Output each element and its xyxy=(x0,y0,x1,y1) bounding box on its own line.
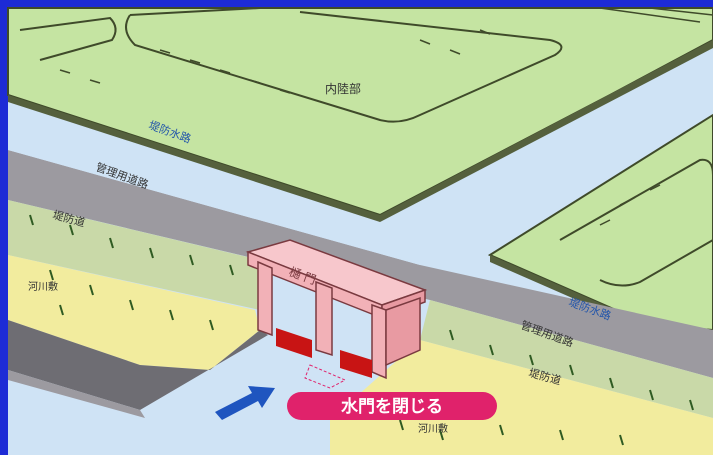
field-paddy-outline-left xyxy=(19,16,117,61)
embankment-left xyxy=(8,320,268,410)
sluice-gate xyxy=(245,239,428,389)
gate-pillar-middle xyxy=(315,280,333,357)
close-gate-text: 水門を閉じる xyxy=(341,396,443,417)
gate-side-wall xyxy=(385,296,421,367)
label-floodplain-left: 河川敷 xyxy=(28,280,58,293)
right-field-dashes xyxy=(599,184,661,226)
floodplain-left xyxy=(8,255,260,370)
label-floodplain-right: 河川敷 xyxy=(418,422,448,435)
floodplain-right xyxy=(330,340,713,455)
gate-door-left xyxy=(276,328,312,358)
gate-pillar-left xyxy=(257,260,273,337)
gate-door-right xyxy=(340,350,372,378)
field-paddy-outline xyxy=(125,7,563,123)
field-dash-lines xyxy=(59,29,491,94)
right-field-block xyxy=(487,113,713,332)
close-gate-callout xyxy=(287,392,497,420)
gate-water-outline xyxy=(304,364,347,389)
field-paddy-outline-topright xyxy=(599,7,713,23)
flow-arrow xyxy=(215,386,275,420)
embankment-left-face xyxy=(8,370,145,418)
label-inland: 内陸部 xyxy=(325,81,361,96)
drainage-canal-left xyxy=(8,135,420,265)
gate-pillar-right xyxy=(371,303,387,380)
inland-field-edge xyxy=(8,95,380,222)
dike-right xyxy=(420,300,713,418)
management-road xyxy=(8,150,713,378)
grass-marks xyxy=(29,214,694,446)
inland-field-edge-right xyxy=(380,40,713,222)
